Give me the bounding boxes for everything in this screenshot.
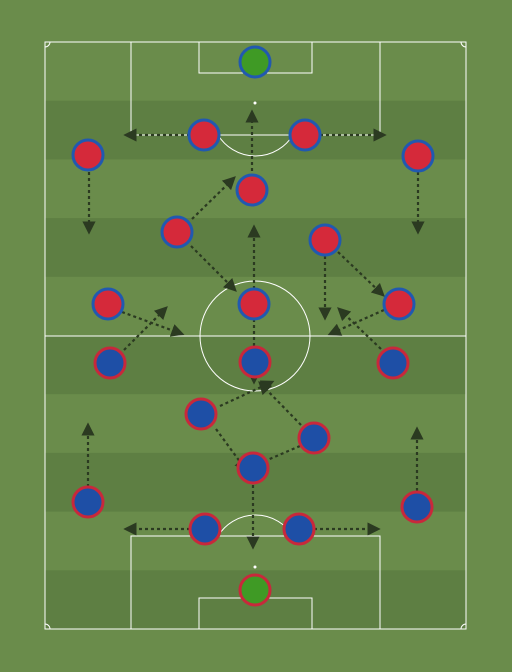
- movement-arrow: [191, 176, 236, 220]
- top-penalty-spot: [253, 101, 257, 105]
- bottom-player-goalkeeper: [238, 573, 272, 607]
- top-player-centre-back-right: [288, 118, 322, 152]
- movement-arrow: [337, 251, 385, 297]
- bottom-player-winger-left: [93, 346, 127, 380]
- players: [71, 45, 435, 607]
- top-player-winger-right: [382, 287, 416, 321]
- bottom-player-full-back-left: [71, 485, 105, 519]
- movement-arrow: [123, 306, 168, 351]
- top-penalty-arc: [217, 134, 294, 157]
- bottom-player-centre-back-left: [188, 512, 222, 546]
- movement-arrow: [190, 245, 237, 292]
- top-player-centre-back-left: [187, 118, 221, 152]
- movement-arrow: [258, 381, 302, 426]
- pitch-stripe: [45, 218, 466, 277]
- movement-arrow: [337, 307, 382, 350]
- top-player-central-mid-left: [160, 215, 194, 249]
- bottom-player-striker: [238, 345, 272, 379]
- corner-arc-bottom-right: [460, 623, 467, 630]
- bottom-player-centre-back-right: [282, 512, 316, 546]
- bottom-player-central-mid-left: [184, 397, 218, 431]
- top-player-full-back-left: [71, 138, 105, 172]
- movement-arrow: [327, 308, 385, 336]
- bottom-player-full-back-right: [400, 490, 434, 524]
- corner-arc-top-left: [44, 41, 51, 48]
- top-player-winger-left: [91, 287, 125, 321]
- bottom-penalty-spot: [253, 565, 257, 569]
- bottom-player-winger-right: [376, 346, 410, 380]
- top-player-striker: [237, 287, 271, 321]
- top-player-goalkeeper: [238, 45, 272, 79]
- corner-arc-top-right: [460, 41, 467, 48]
- bottom-player-central-mid-right: [297, 421, 331, 455]
- corner-arc-bottom-left: [44, 623, 51, 630]
- bottom-player-defensive-mid: [236, 451, 270, 485]
- top-player-central-mid-right: [308, 223, 342, 257]
- top-player-defensive-mid: [235, 173, 269, 207]
- top-player-full-back-right: [401, 139, 435, 173]
